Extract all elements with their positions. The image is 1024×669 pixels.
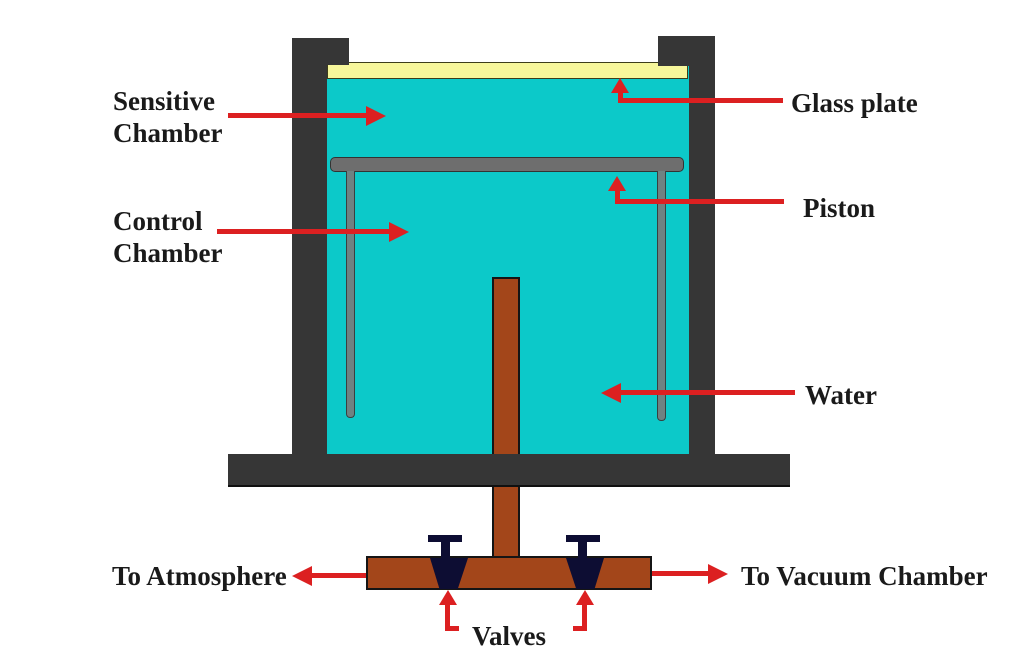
arrow-line [311, 573, 366, 578]
arrow-line [620, 390, 795, 395]
arrow-line [652, 571, 710, 576]
valve-left-stem [441, 542, 450, 558]
arrow-head [576, 590, 594, 605]
valves-label: Valves [472, 621, 547, 651]
arrow-head [611, 78, 629, 93]
sensitive-chamber-label: Sensitive Chamber [113, 86, 223, 148]
arrow-head [389, 222, 409, 242]
arrow-head [366, 106, 386, 126]
piston-label: Piston [803, 193, 876, 223]
arrow-elbow [573, 626, 587, 631]
piston-leg-right [657, 171, 666, 421]
glass-plate-label: Glass plate [791, 88, 918, 118]
arrow-head [708, 564, 728, 584]
vessel-wall-left [292, 38, 327, 485]
vessel-base [228, 454, 790, 487]
arrow-head [601, 383, 621, 403]
valve-right-handle [566, 535, 600, 542]
vessel-wall-right [689, 36, 715, 482]
water-label: Water [805, 380, 877, 410]
arrow-line [228, 113, 368, 118]
valve-right-stem [578, 542, 587, 558]
control-chamber-label: Control Chamber [113, 206, 223, 268]
arrow-line [217, 229, 391, 234]
glass-plate [327, 62, 688, 79]
arrow-line [615, 199, 784, 204]
arrow-line [445, 603, 450, 631]
arrow-elbow [615, 190, 620, 204]
piston-leg-left [346, 171, 355, 418]
piston-rod [492, 277, 520, 562]
to-atmosphere-label: To Atmosphere [112, 561, 287, 591]
arrow-elbow [445, 626, 459, 631]
piston-plate [330, 157, 684, 172]
to-vacuum-chamber-label: To Vacuum Chamber [741, 561, 988, 591]
arrow-head [608, 176, 626, 191]
arrow-head [292, 566, 312, 586]
valve-left-handle [428, 535, 462, 542]
arrow-elbow [618, 91, 623, 103]
arrow-line [582, 603, 587, 631]
arrow-head [439, 590, 457, 605]
bottom-pipe [366, 556, 652, 590]
arrow-line [620, 98, 783, 103]
